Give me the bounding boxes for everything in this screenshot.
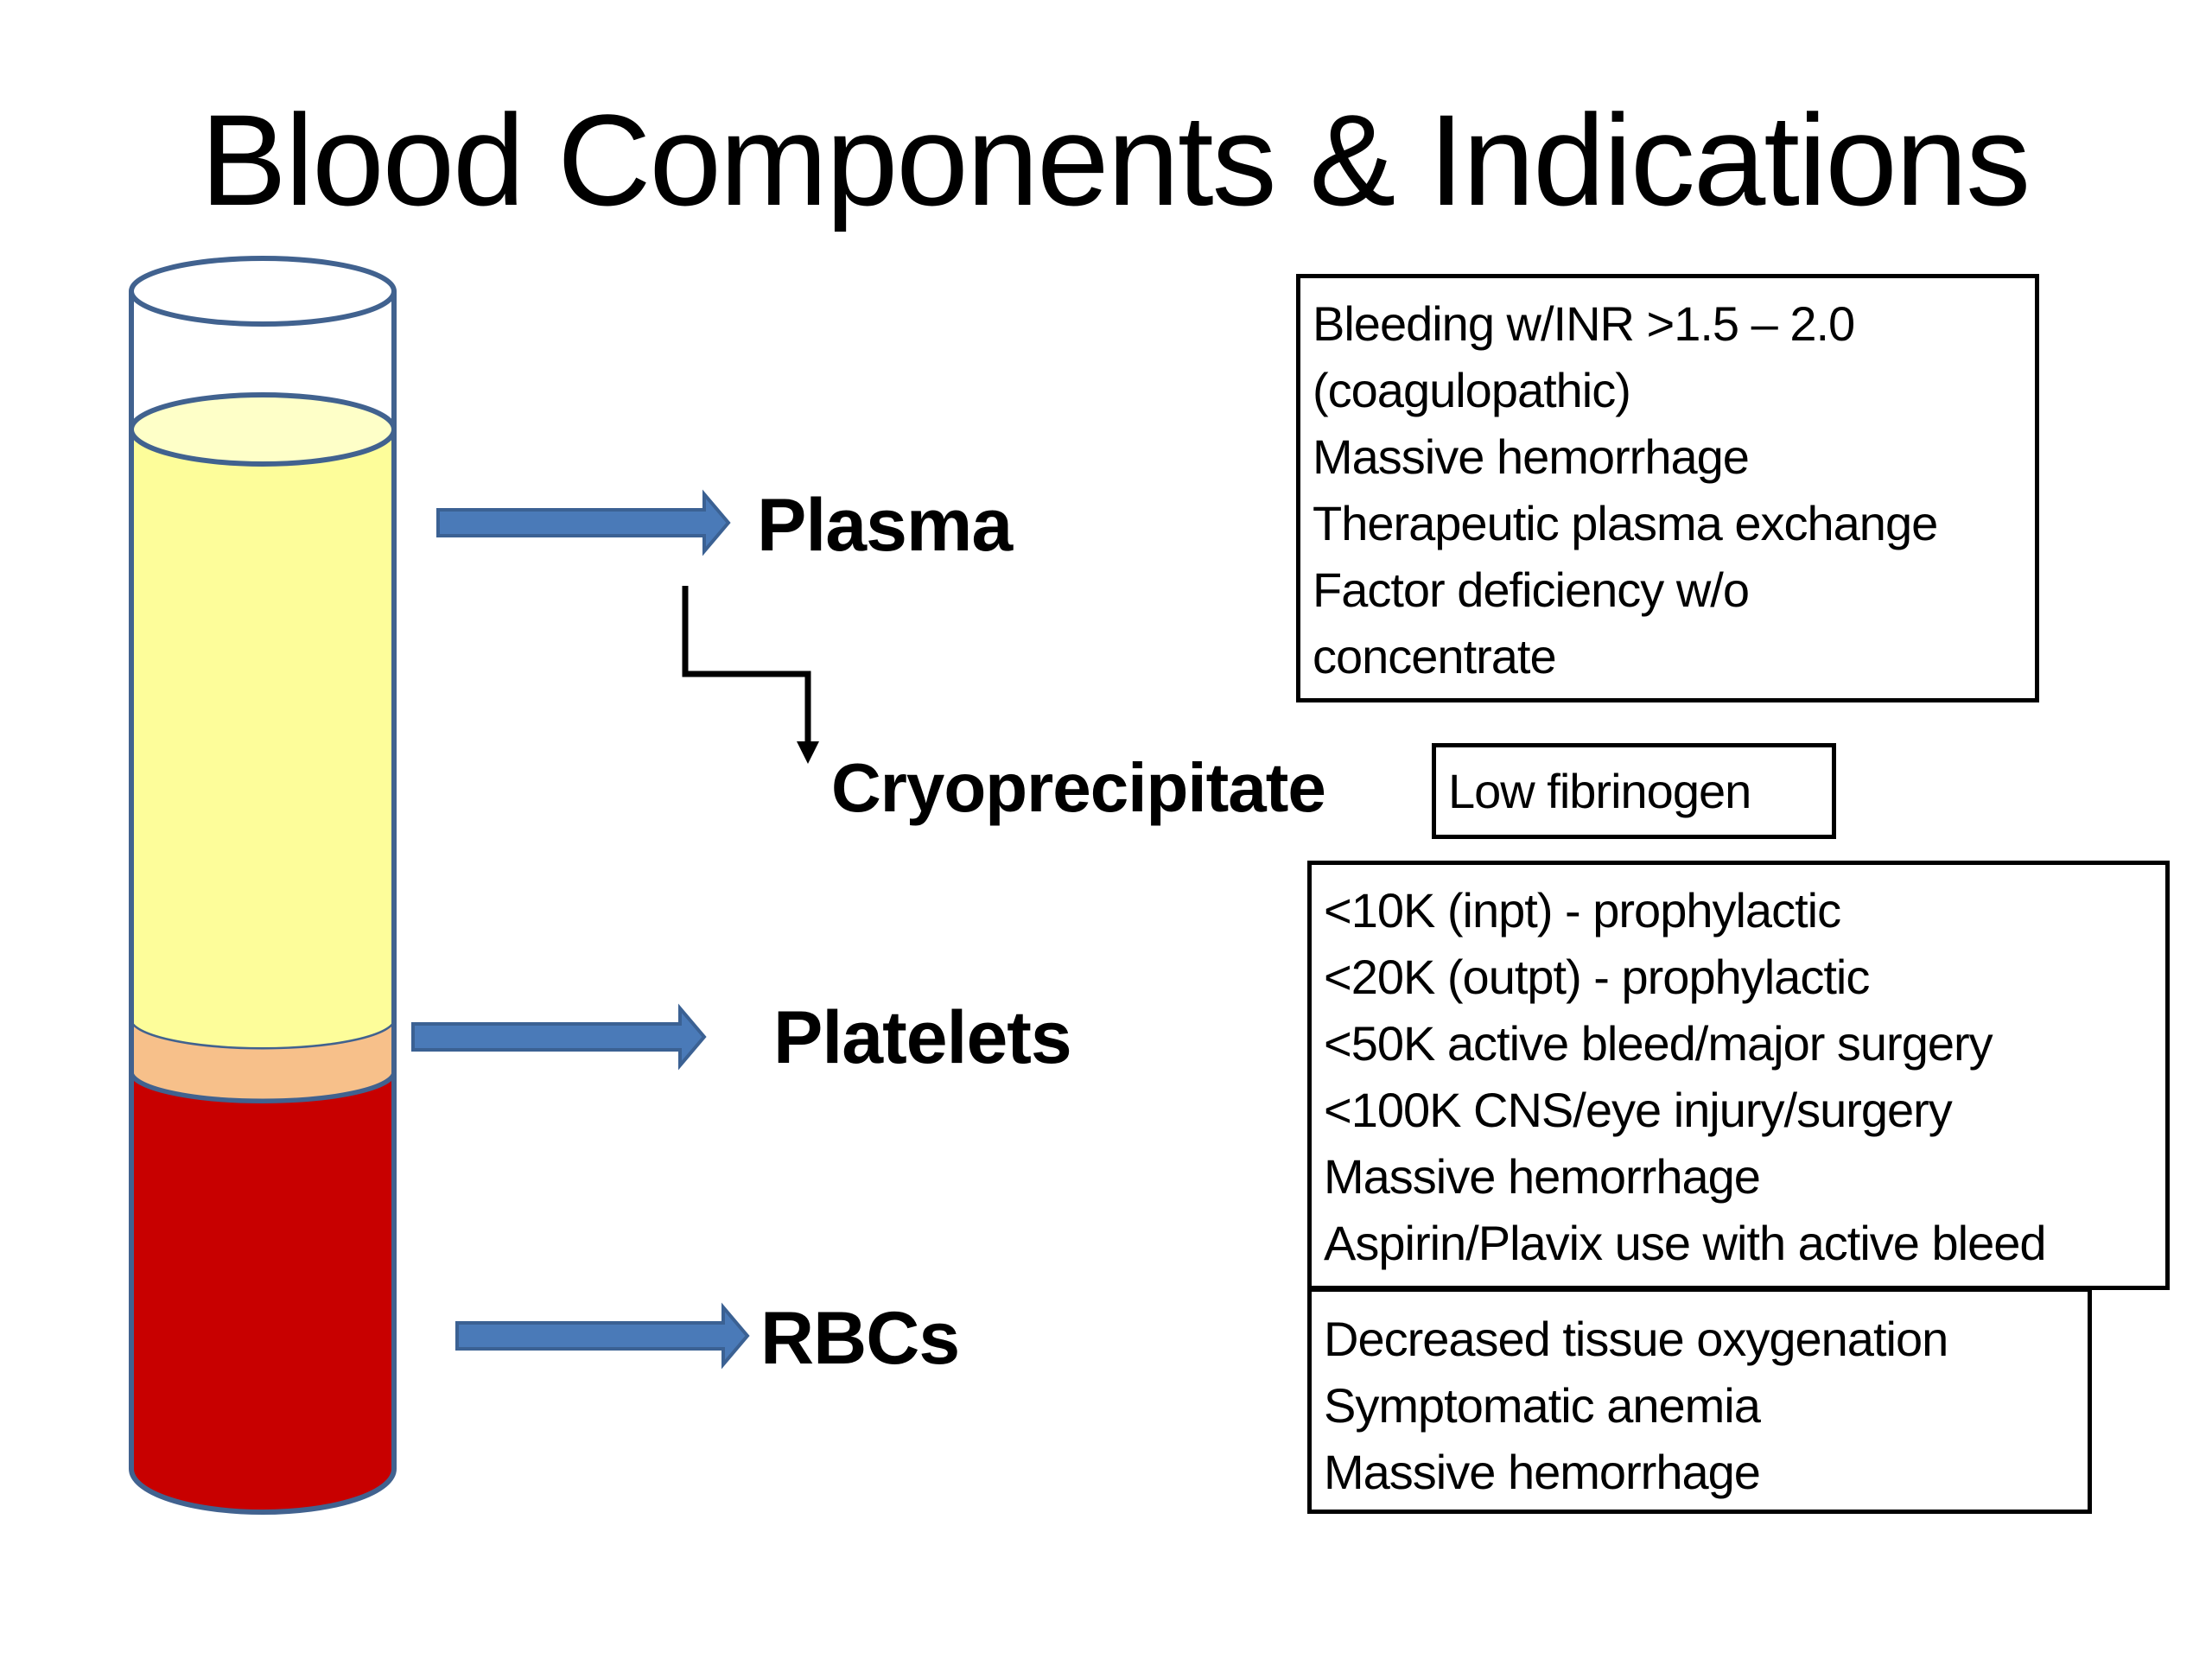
arrow-to-platelets bbox=[411, 1003, 707, 1071]
indication-item: <50K active bleed/major surgery bbox=[1324, 1016, 1993, 1071]
platelet-indications-box: <10K (inpt) - prophylactic <20K (outpt) … bbox=[1307, 861, 2170, 1290]
indication-item: Massive hemorrhage bbox=[1324, 1149, 1761, 1204]
rbc-layer bbox=[129, 1071, 397, 1515]
indication-item: Massive hemorrhage bbox=[1313, 429, 1750, 484]
tube-rim bbox=[129, 256, 397, 327]
indication-item: <20K (outpt) - prophylactic bbox=[1324, 950, 1870, 1004]
plasma-layer bbox=[131, 429, 394, 1047]
indication-item: Symptomatic anemia bbox=[1324, 1378, 1761, 1433]
indication-item: Factor deficiency w/o bbox=[1313, 563, 1750, 617]
indication-item: <10K (inpt) - prophylactic bbox=[1324, 883, 1841, 938]
plasma-to-cryo-connector bbox=[682, 586, 819, 764]
plasma-indications-box: Bleeding w/INR >1.5 – 2.0 (coagulopathic… bbox=[1296, 274, 2039, 702]
indication-item: <100K CNS/eye injury/surgery bbox=[1324, 1083, 1953, 1137]
plasma-surface bbox=[129, 392, 397, 467]
indication-item: Therapeutic plasma exchange bbox=[1313, 496, 1938, 550]
indication-item: Aspirin/Plavix use with active bleed bbox=[1324, 1216, 2047, 1270]
cryo-indications-box: Low fibrinogen bbox=[1432, 743, 1836, 839]
label-platelets: Platelets bbox=[773, 996, 1072, 1079]
indication-item: concentrate bbox=[1313, 629, 1557, 683]
arrow-to-rbcs bbox=[455, 1302, 750, 1370]
label-plasma: Plasma bbox=[757, 484, 1013, 567]
indication-item: Bleeding w/INR >1.5 – 2.0 bbox=[1313, 296, 1855, 351]
label-cryoprecipitate: Cryoprecipitate bbox=[831, 749, 1326, 826]
indication-item: (coagulopathic) bbox=[1313, 363, 1631, 417]
arrow-to-plasma bbox=[436, 489, 731, 556]
label-rbcs: RBCs bbox=[760, 1297, 960, 1380]
indication-item: Decreased tissue oxygenation bbox=[1324, 1312, 1948, 1366]
test-tube bbox=[129, 256, 397, 1515]
slide-title: Blood Components & Indications bbox=[200, 87, 2031, 232]
indication-item: Low fibrinogen bbox=[1448, 764, 1751, 818]
arrowhead-icon bbox=[797, 741, 819, 764]
rbc-indications-box: Decreased tissue oxygenation Symptomatic… bbox=[1307, 1287, 2092, 1514]
indication-item: Massive hemorrhage bbox=[1324, 1445, 1761, 1499]
